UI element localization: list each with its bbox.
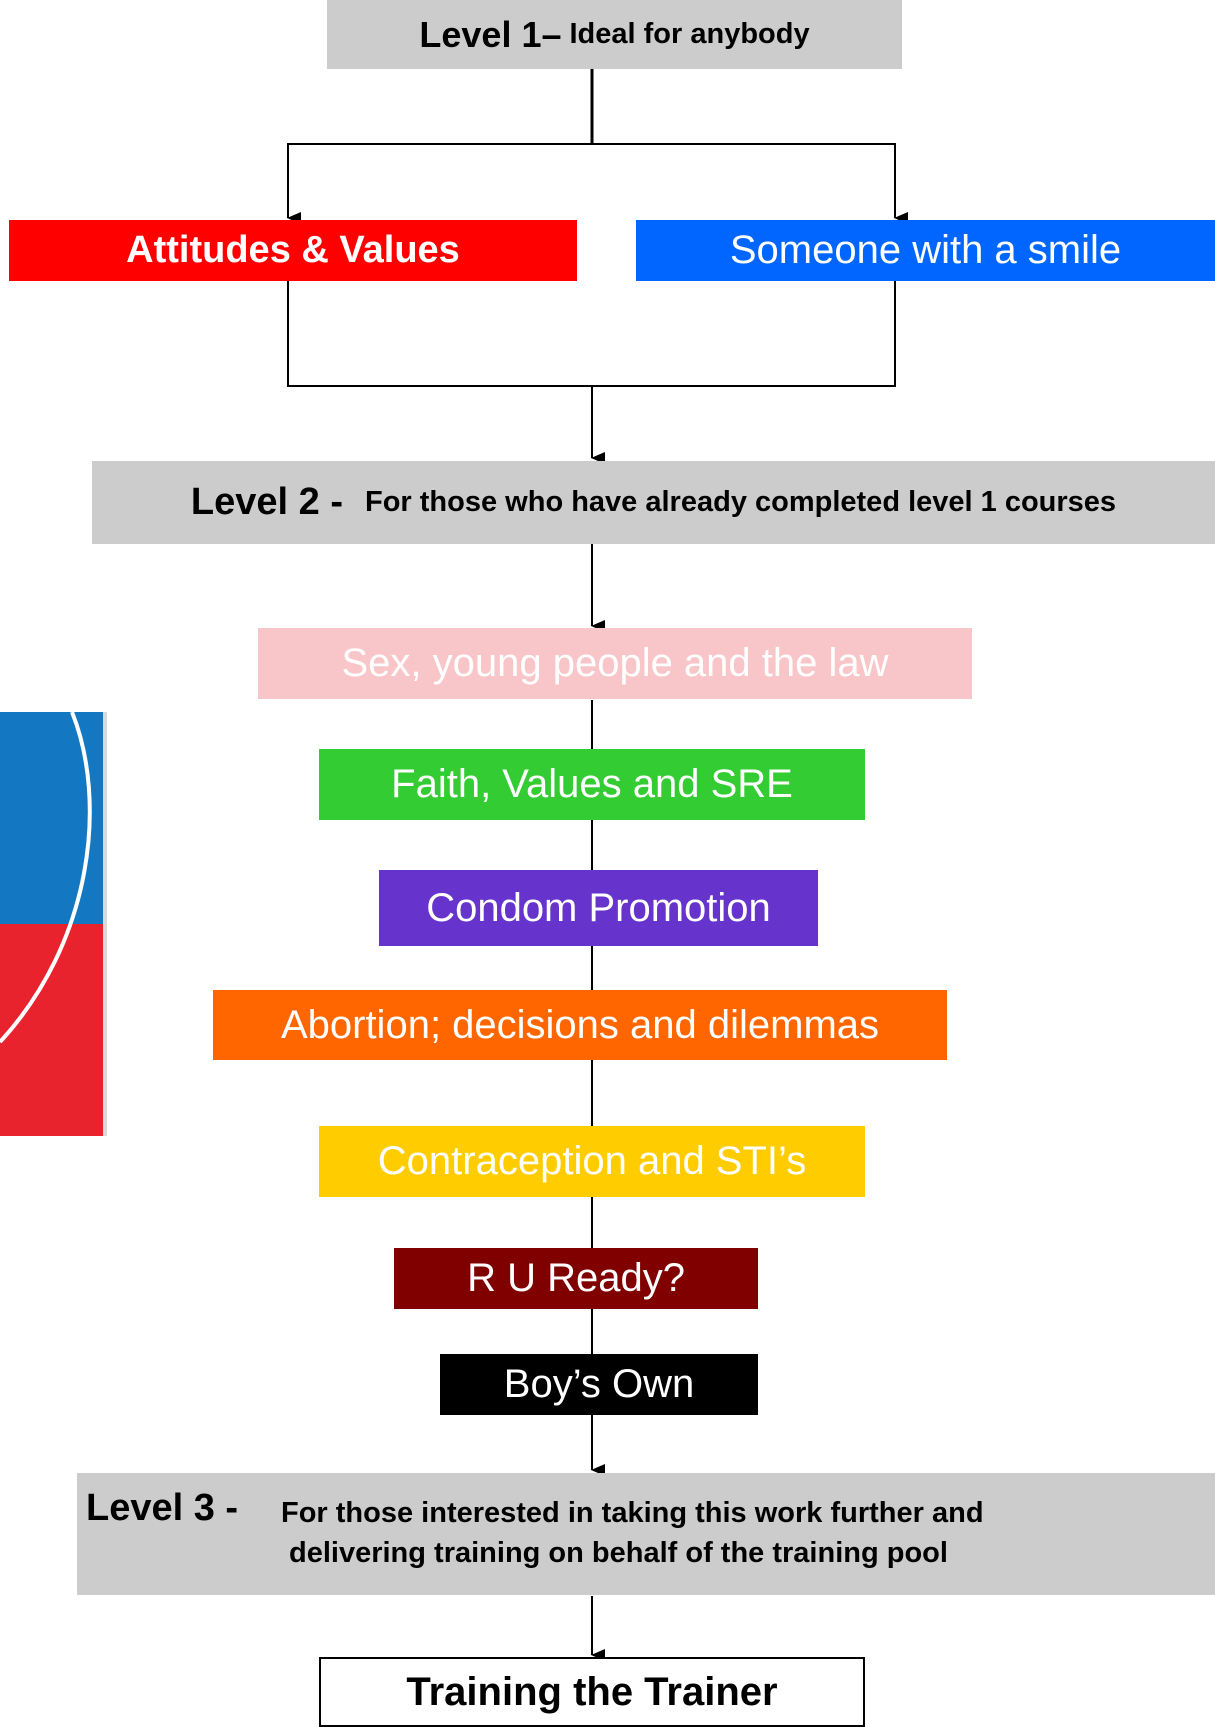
branch-right <box>592 143 908 224</box>
level1-title: Level 1– <box>419 13 562 55</box>
course-attitudes-values-label: Attitudes & Values <box>126 229 460 271</box>
level3-description-line2: delivering training on behalf of the tra… <box>289 1537 948 1569</box>
course-attitudes-values: Attitudes & Values <box>9 220 577 281</box>
logo-border <box>103 712 107 1136</box>
course-someone-with-a-smile: Someone with a smile <box>636 220 1215 281</box>
logo-red-panel <box>0 924 105 1136</box>
training-the-trainer-label: Training the Trainer <box>406 1669 778 1714</box>
course-abortion: Abortion; decisions and dilemmas <box>213 990 947 1060</box>
course-sex-young-people-law-label: Sex, young people and the law <box>341 641 889 685</box>
level3-description-line1: For those interested in taking this work… <box>281 1497 984 1529</box>
training-the-trainer-box: Training the Trainer <box>319 1657 865 1727</box>
level3-title: Level 3 - <box>86 1487 239 1529</box>
course-contraception-stis: Contraception and STI’s <box>319 1126 865 1197</box>
level1-box: Level 1– Ideal for anybody <box>327 0 902 69</box>
level3-box: Level 3 - For those interested in taking… <box>77 1473 1215 1595</box>
logo-white-arc <box>0 712 92 1044</box>
course-boys-own-label: Boy’s Own <box>503 1362 695 1406</box>
level2-title: Level 2 - <box>190 481 343 523</box>
course-contraception-stis-label: Contraception and STI’s <box>377 1139 807 1183</box>
merge-line <box>287 281 896 387</box>
course-someone-with-a-smile-label: Someone with a smile <box>729 228 1122 272</box>
course-faith-values-sre-label: Faith, Values and SRE <box>391 762 793 806</box>
course-sex-young-people-law: Sex, young people and the law <box>258 628 972 699</box>
logo-blue-panel <box>0 712 105 924</box>
course-condom-promotion: Condom Promotion <box>379 870 818 946</box>
course-condom-promotion-label: Condom Promotion <box>426 885 771 930</box>
course-r-u-ready: R U Ready? <box>394 1248 758 1309</box>
level1-description: Ideal for anybody <box>569 18 810 50</box>
level2-box: Level 2 - For those who have already com… <box>92 461 1215 544</box>
course-abortion-label: Abortion; decisions and dilemmas <box>280 1002 880 1047</box>
course-r-u-ready-label: R U Ready? <box>467 1256 685 1300</box>
level2-description: For those who have already completed lev… <box>365 486 1117 518</box>
logo-fragment <box>0 712 107 1136</box>
branch-left <box>287 143 592 224</box>
course-faith-values-sre: Faith, Values and SRE <box>319 749 865 820</box>
course-boys-own: Boy’s Own <box>440 1354 758 1415</box>
